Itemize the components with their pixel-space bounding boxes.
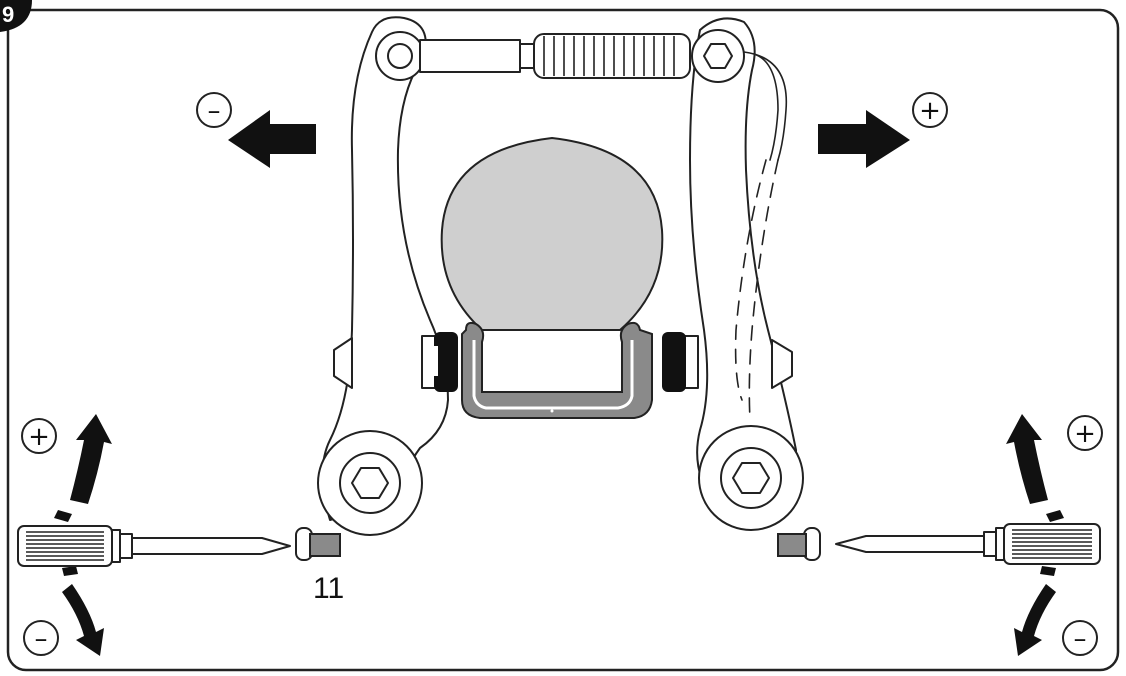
panel-frame: [6, 8, 1120, 672]
rotate-arrow-right-icon: [1006, 414, 1064, 656]
left-tension-screw: [295, 527, 341, 561]
sign-bottom-left: –: [35, 624, 48, 654]
step-badge: 9: [0, 0, 32, 32]
sign-bottom-right: –: [1074, 624, 1087, 654]
arrow-left-icon: [228, 110, 316, 168]
rotate-arrow-left-icon: [54, 414, 112, 656]
plus-sign-icon: +: [912, 92, 948, 128]
sign-mid-left: +: [28, 422, 50, 452]
right-tension-screw: [777, 527, 821, 561]
minus-sign-icon: –: [196, 92, 232, 128]
right-brake-pad: [662, 332, 699, 392]
plus-sign-icon: +: [1067, 415, 1103, 451]
right-brake-arm: [689, 17, 804, 531]
sign-top-right: +: [919, 96, 941, 126]
step-number: 9: [2, 2, 14, 27]
left-brake-pad: [421, 332, 458, 392]
left-brake-arm: [317, 16, 449, 536]
right-screwdriver-icon: [835, 523, 1101, 565]
arrow-right-icon: [818, 110, 910, 168]
minus-sign-icon: –: [23, 620, 59, 656]
sign-top-left: –: [208, 96, 221, 126]
cable-spring-boot: [533, 33, 691, 79]
wheel-tire: [440, 136, 664, 331]
part-number-label: 11: [313, 572, 344, 605]
plus-sign-icon: +: [21, 418, 57, 454]
minus-sign-icon: –: [1062, 620, 1098, 656]
cable-noodle: [375, 31, 535, 81]
sign-mid-right: +: [1074, 419, 1096, 449]
brake-cable: [734, 51, 788, 421]
wheel-rim: [461, 321, 653, 419]
left-screwdriver-icon: [17, 525, 291, 567]
